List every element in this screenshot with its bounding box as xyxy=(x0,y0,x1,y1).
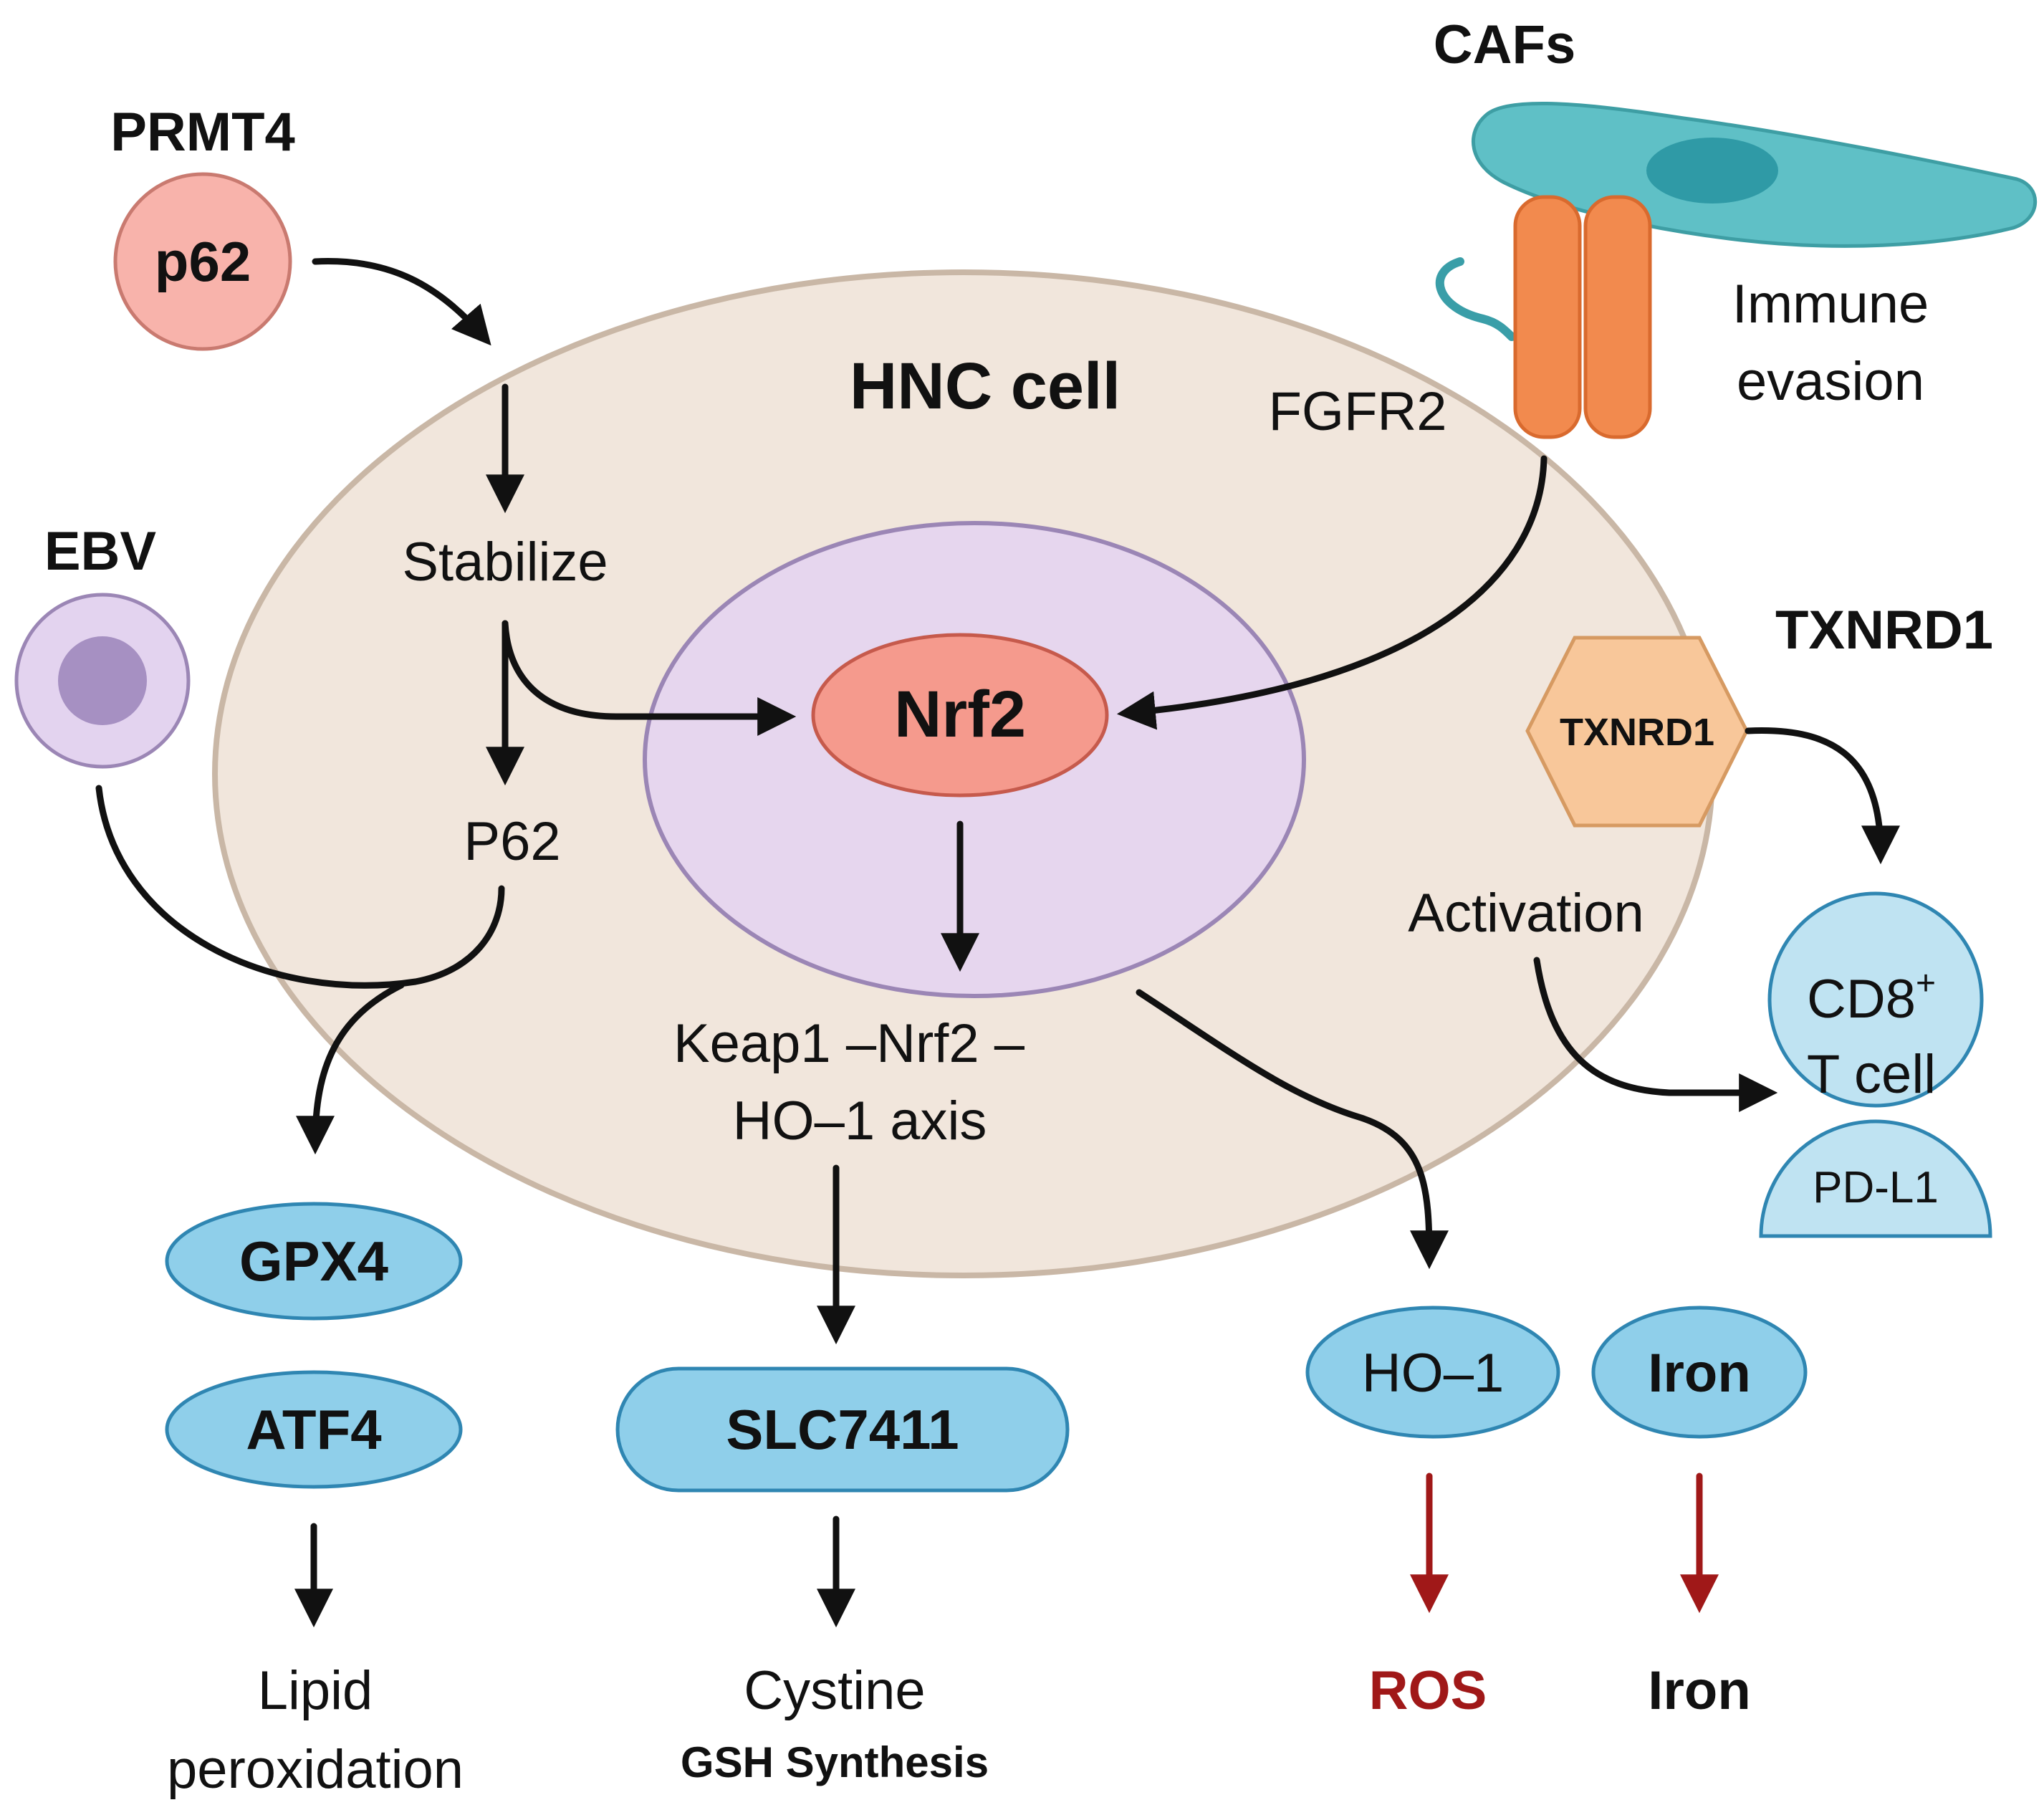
lipid-label-2: peroxidation xyxy=(167,1739,464,1800)
cystine-label: Cystine xyxy=(744,1660,925,1721)
atf4-label: ATF4 xyxy=(246,1398,381,1461)
p62-node xyxy=(113,172,292,351)
immune-evasion-label-1: Immune xyxy=(1732,274,1929,335)
fgfr2-label: FGFR2 xyxy=(1268,381,1446,442)
arrow-ebv-p62-to-gpx4 xyxy=(95,785,505,989)
gpx4-label: GPX4 xyxy=(239,1230,388,1293)
immune-evasion-label-2: evasion xyxy=(1737,351,1924,412)
cd8-main-text: CD8 xyxy=(1807,969,1916,1030)
cd8-label: CD8+ xyxy=(1807,964,1936,1030)
slc7411-node xyxy=(615,1366,1070,1493)
t-cell-label: T cell xyxy=(1807,1044,1936,1105)
ebv-label: EBV xyxy=(44,521,157,582)
slc7411-label: SLC7411 xyxy=(726,1398,959,1461)
cd8-superscript: + xyxy=(1916,964,1936,1002)
txnrd1-title-label: TXNRD1 xyxy=(1775,600,1993,661)
pd-l1-label: PD-L1 xyxy=(1813,1163,1939,1212)
caf-nucleus xyxy=(1646,138,1778,203)
axis-label-1: Keap1 –Nrf2 – xyxy=(673,1013,1025,1074)
iron-output-label: Iron xyxy=(1648,1660,1751,1721)
cd8-t-cell xyxy=(1767,891,1984,1108)
gsh-synthesis-label: GSH Synthesis xyxy=(681,1738,989,1786)
p62-inner-label: P62 xyxy=(464,811,560,872)
arrow-nucleus-to-ho1 xyxy=(1136,989,1449,1270)
atf4-node xyxy=(165,1370,463,1489)
pd-l1-receptor xyxy=(1759,1119,1992,1238)
p62-node-label: p62 xyxy=(155,230,251,293)
fgfr2-receptor xyxy=(1435,195,1652,439)
lipid-label-1: Lipid xyxy=(258,1660,373,1721)
gpx4-node xyxy=(165,1202,463,1321)
axis-label-2: HO–1 axis xyxy=(733,1091,987,1151)
ho1-label: HO–1 xyxy=(1362,1343,1505,1404)
arrow-to-gpx4 xyxy=(296,982,405,1155)
arrow-activation-to-tcell xyxy=(1533,957,1778,1112)
txnrd1-node-label: TXNRD1 xyxy=(1560,711,1714,754)
stabilize-label: Stabilize xyxy=(402,532,608,593)
prmt4-label: PRMT4 xyxy=(110,102,295,163)
iron-node xyxy=(1591,1306,1808,1439)
ho1-node xyxy=(1305,1306,1560,1439)
hnc-cell-label: HNC cell xyxy=(850,350,1121,423)
arrow-fgfr2-to-nrf2 xyxy=(1116,455,1548,730)
activation-label: Activation xyxy=(1408,883,1644,944)
iron-node-label: Iron xyxy=(1648,1343,1751,1404)
ros-label: ROS xyxy=(1369,1660,1487,1721)
nrf2-label: Nrf2 xyxy=(894,678,1026,751)
ebv-particle xyxy=(14,593,191,769)
arrow-p62-to-cell xyxy=(312,258,491,346)
cafs-label: CAFs xyxy=(1434,14,1575,75)
nrf2-node xyxy=(811,633,1109,798)
arrow-txnrd1-to-cd8 xyxy=(1745,727,1900,865)
arrow-stabilize-to-nrf2 xyxy=(502,620,797,736)
